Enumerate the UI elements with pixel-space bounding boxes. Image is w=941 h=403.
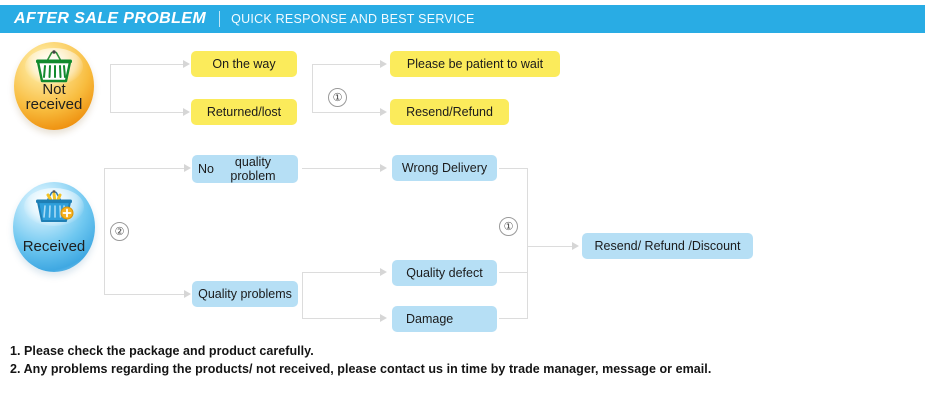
header-banner: AFTER SALE PROBLEM QUICK RESPONSE AND BE…: [0, 5, 925, 33]
arrow-qp-to-damage: [380, 314, 387, 322]
header-subtitle: QUICK RESPONSE AND BEST SERVICE: [231, 12, 475, 26]
header-title: AFTER SALE PROBLEM: [14, 10, 207, 27]
shopping-basket-green-icon: [36, 50, 72, 83]
connector-merge-vertical: [527, 168, 528, 319]
connector-split-row1-result-vertical: [312, 64, 313, 112]
connector-noquality-to-wrongdelivery: [302, 168, 382, 169]
arrow-to-resend-refund: [380, 108, 387, 116]
box-resend-refund-discount[interactable]: Resend/ Refund /Discount: [582, 233, 753, 259]
arrow-nr-to-returnedlost: [183, 108, 190, 116]
box-damage-label: Damage: [406, 312, 454, 326]
box-no-quality-problem-line2: quality problem: [230, 155, 276, 183]
connector-damage-merge: [499, 318, 528, 319]
note-line-2: 2. Any problems regarding the products/ …: [10, 362, 712, 376]
arrow-received-to-noquality: [184, 164, 191, 172]
not-received-sphere: Not received: [14, 42, 94, 130]
connector-merge-to-result: [527, 246, 575, 247]
connector-received-to-noquality: [104, 168, 186, 169]
connector-received-to-qualityproblems: [104, 294, 186, 295]
connector-split-nr-vertical: [110, 64, 111, 112]
box-quality-defect[interactable]: Quality defect: [392, 260, 497, 286]
arrow-merge-to-result: [572, 242, 579, 250]
received-label: Received: [22, 238, 86, 255]
connector-split-qp-vertical: [302, 272, 303, 318]
shopping-basket-filled-blue-icon: [36, 190, 74, 222]
arrow-received-to-qualityproblems: [184, 290, 191, 298]
connector-qualitydefect-merge: [499, 272, 528, 273]
box-on-the-way[interactable]: On the way: [191, 51, 297, 77]
connector-nr-to-ontheway: [110, 64, 185, 65]
received-sphere: Received: [13, 182, 95, 272]
header-divider: [219, 11, 221, 27]
connector-qp-to-damage: [302, 318, 382, 319]
arrow-qp-to-qualitydefect: [380, 268, 387, 276]
not-received-label-line1: Not: [42, 81, 66, 98]
marker-circled-one-row2: ①: [499, 217, 518, 236]
note-line-1: 1. Please check the package and product …: [10, 344, 314, 358]
connector-to-be-patient: [312, 64, 382, 65]
arrow-to-be-patient: [380, 60, 387, 68]
connector-nr-to-returnedlost: [110, 112, 185, 113]
box-damage[interactable]: Damage: [392, 306, 497, 332]
arrow-nr-to-ontheway: [183, 60, 190, 68]
box-no-quality-problem[interactable]: No quality problem: [192, 155, 298, 183]
box-please-be-patient-to-wait[interactable]: Please be patient to wait: [390, 51, 560, 77]
not-received-label: Not received: [26, 82, 83, 130]
marker-circled-two: ②: [110, 222, 129, 241]
box-no-quality-problem-line1: No: [198, 162, 214, 176]
box-returned-lost[interactable]: Returned/lost: [191, 99, 297, 125]
connector-qp-to-qualitydefect: [302, 272, 382, 273]
arrow-noquality-to-wrongdelivery: [380, 164, 387, 172]
box-quality-problems[interactable]: Quality problems: [192, 281, 298, 307]
box-wrong-delivery[interactable]: Wrong Delivery: [392, 155, 497, 181]
marker-circled-one-row1: ①: [328, 88, 347, 107]
not-received-label-line2: received: [25, 96, 83, 113]
connector-wrongdelivery-merge: [499, 168, 528, 169]
connector-split-received-vertical: [104, 168, 105, 294]
connector-to-resend-refund: [312, 112, 382, 113]
box-resend-refund[interactable]: Resend/Refund: [390, 99, 509, 125]
